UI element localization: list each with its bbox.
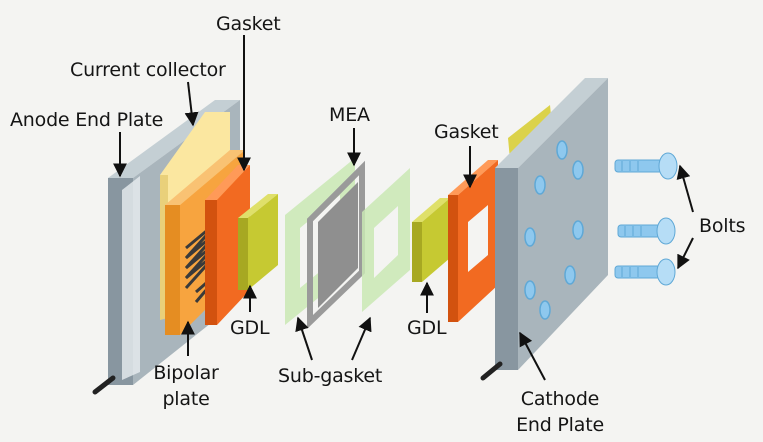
- arrow-bolt-1: [676, 164, 694, 213]
- arrow-sub-gasket-left: [295, 316, 313, 361]
- bolt-2: [617, 217, 676, 245]
- gdl-right: [412, 198, 450, 282]
- label-sub-gasket: Sub-gasket: [278, 365, 383, 387]
- label-bipolar-plate-line1: Bipolar: [153, 362, 219, 384]
- label-gdl-left: GDL: [230, 317, 270, 339]
- cathode-end-plate: [480, 78, 608, 381]
- sub-gasket-right: [362, 168, 410, 312]
- label-cathode-end-plate-line1: Cathode: [520, 388, 600, 410]
- label-current-collector: Current collector: [70, 59, 226, 81]
- arrow-sub-gasket-right: [351, 316, 372, 361]
- label-gasket-left: Gasket: [216, 13, 281, 35]
- label-bolts: Bolts: [699, 215, 746, 237]
- bolt-3: [614, 258, 676, 286]
- bolts: [614, 152, 678, 286]
- label-bipolar-plate-line2: plate: [162, 388, 210, 410]
- label-anode-end-plate: Anode End Plate: [10, 109, 164, 131]
- arrow-bolt-3: [677, 237, 694, 270]
- gasket-right: [448, 160, 498, 322]
- label-mea: MEA: [329, 104, 370, 126]
- gdl-left: [238, 194, 278, 290]
- label-cathode-end-plate-line2: End Plate: [516, 414, 604, 436]
- leader-arrows: [113, 35, 694, 381]
- arrow-cathode-end-plate: [519, 331, 546, 381]
- label-gdl-right: GDL: [407, 317, 447, 339]
- label-gasket-right: Gasket: [434, 121, 499, 143]
- bolt-1: [614, 152, 678, 180]
- arrow-current-collector: [184, 81, 199, 127]
